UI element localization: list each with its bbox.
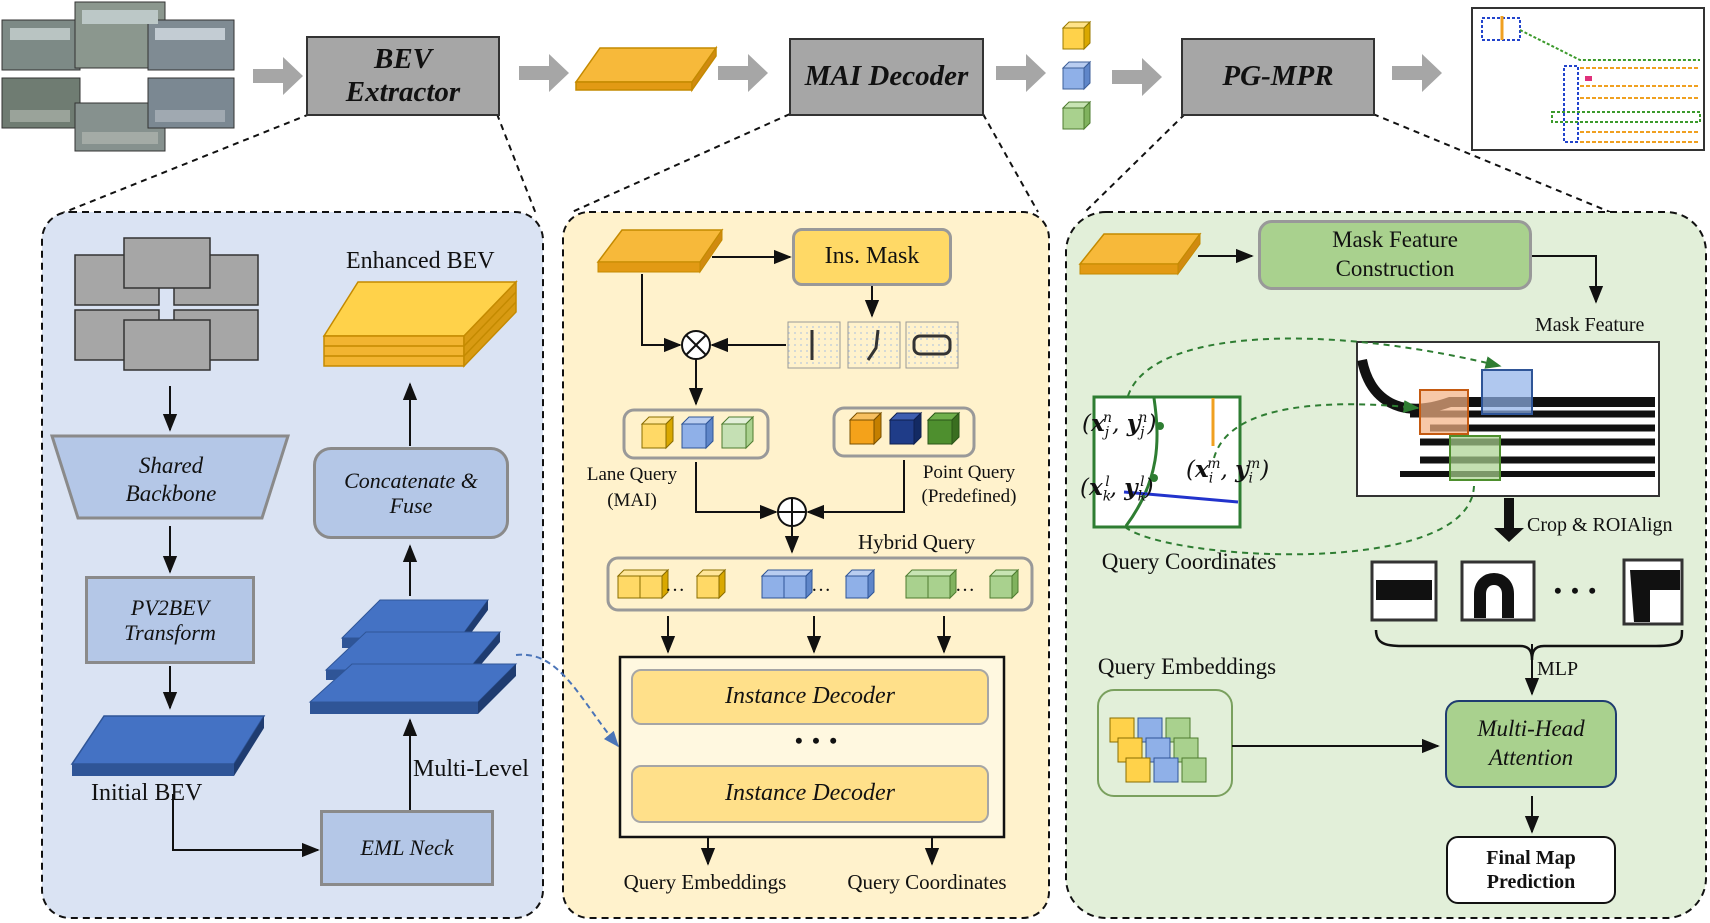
final-map-box: Final Map Prediction: [1446, 836, 1616, 904]
coord-i-label: (xim, yim): [1186, 456, 1270, 487]
pg-query-embeddings-label: Query Embeddings: [1097, 654, 1277, 679]
hybrid-dots-2: …: [811, 574, 831, 596]
multiply-op: [681, 330, 711, 360]
point-query-label: Point Query: [922, 462, 1016, 483]
enhanced-bev-stack: [322, 280, 518, 368]
mai-bev-feature: [596, 228, 724, 274]
pg-bev-feature: [1078, 232, 1202, 276]
cropped-roi-patches: [1370, 558, 1684, 626]
lane-query-sub: (MAI): [607, 490, 657, 511]
top-query-cubes: [1061, 20, 1092, 131]
multi-level-label: Multi-Level: [413, 756, 529, 782]
top-arrows: [253, 54, 1442, 96]
dashed-curves: [1123, 337, 1502, 556]
query-coordinates-plot: [1092, 395, 1242, 529]
final-map-thumbnail: [1471, 7, 1705, 151]
shared-backbone-trapezoid: [49, 434, 291, 520]
mha-box: Multi-Head Attention: [1445, 700, 1617, 788]
eml-neck-box: EML Neck: [320, 810, 494, 886]
point-query-cubes: [848, 411, 961, 446]
mlp-label: MLP: [1537, 658, 1579, 680]
instance-decoder-1-label: Instance Decoder: [725, 683, 895, 710]
eml-neck-label: EML Neck: [360, 835, 454, 861]
concat-fuse-label: Concatenate & Fuse: [344, 467, 478, 518]
mai-query-embeddings-label: Query Embeddings: [623, 870, 787, 894]
mai-query-coordinates-label: Query Coordinates: [847, 870, 1007, 894]
roi-ellipsis: • • •: [1553, 578, 1599, 603]
neck-to-decoder-arrow: [515, 653, 620, 748]
bev-extractor-label: BEV Extractor: [345, 42, 461, 108]
initial-bev-label: Initial BEV: [91, 780, 203, 806]
instance-decoder-2-label: Instance Decoder: [725, 780, 895, 807]
pg-mpr-label: PG-MPR: [1222, 60, 1334, 93]
mlp-brace: [1374, 629, 1684, 661]
mask-feature-label: Mask Feature: [1535, 314, 1645, 336]
pv2bev-label: PV2BEV Transform: [124, 594, 216, 645]
add-op: [777, 497, 807, 527]
hybrid-dots-1: …: [665, 574, 685, 596]
hybrid-dots-3: …: [955, 574, 975, 596]
shared-backbone-label: Shared Backbone: [125, 453, 217, 506]
instance-decoder-1: Instance Decoder: [631, 669, 989, 725]
mask-feature-construction-box: Mask Feature Construction: [1258, 220, 1532, 290]
mha-label: Multi-Head Attention: [1477, 716, 1585, 770]
mai-decoder-label: MAI Decoder: [804, 60, 969, 93]
lane-query-label: Lane Query: [586, 464, 678, 485]
mai-decoder-box: MAI Decoder: [789, 38, 984, 116]
bev-extractor-box: BEV Extractor: [306, 36, 500, 116]
pg-query-coordinates-label: Query Coordinates: [1101, 549, 1277, 574]
mask-feature-map: [1356, 341, 1660, 497]
ins-mask-label: Ins. Mask: [824, 243, 920, 270]
pg-mpr-box: PG-MPR: [1181, 38, 1375, 116]
ins-mask-box: Ins. Mask: [792, 228, 952, 286]
hybrid-query-label: Hybrid Query: [858, 530, 976, 554]
coord-j-label: (xjn, yjn): [1082, 410, 1157, 441]
mai-panel-arrows: [641, 249, 952, 866]
enhanced-bev-label: Enhanced BEV: [346, 248, 495, 274]
crop-arrow: [1494, 498, 1524, 542]
mask-thumbnails: [787, 321, 959, 369]
concat-fuse-box: Concatenate & Fuse: [313, 447, 509, 539]
camera-images: [1, 1, 235, 152]
top-bev-feature: [574, 45, 718, 93]
initial-bev-plane: [70, 715, 266, 776]
pv2bev-box: PV2BEV Transform: [85, 576, 255, 664]
bev-panel-arrows: [162, 382, 418, 858]
coord-k-label: (xkl, ykl): [1080, 474, 1154, 505]
hybrid-query-cubes: [616, 568, 1020, 600]
crop-roialign-label: Crop & ROIAlign: [1527, 514, 1673, 536]
instance-decoder-2: Instance Decoder: [631, 765, 989, 823]
multi-level-bev-stack: [308, 599, 518, 714]
zoom-lines: [59, 113, 1611, 215]
mask-feature-construction-label: Mask Feature Construction: [1332, 227, 1458, 281]
decoder-ellipsis: • • •: [794, 728, 840, 753]
lane-query-cubes: [640, 415, 755, 450]
point-query-sub: (Predefined): [921, 486, 1017, 507]
camera-grid-icon: [74, 237, 259, 371]
final-map-label: Final Map Prediction: [1486, 847, 1576, 893]
query-embedding-cubes: [1097, 689, 1233, 797]
